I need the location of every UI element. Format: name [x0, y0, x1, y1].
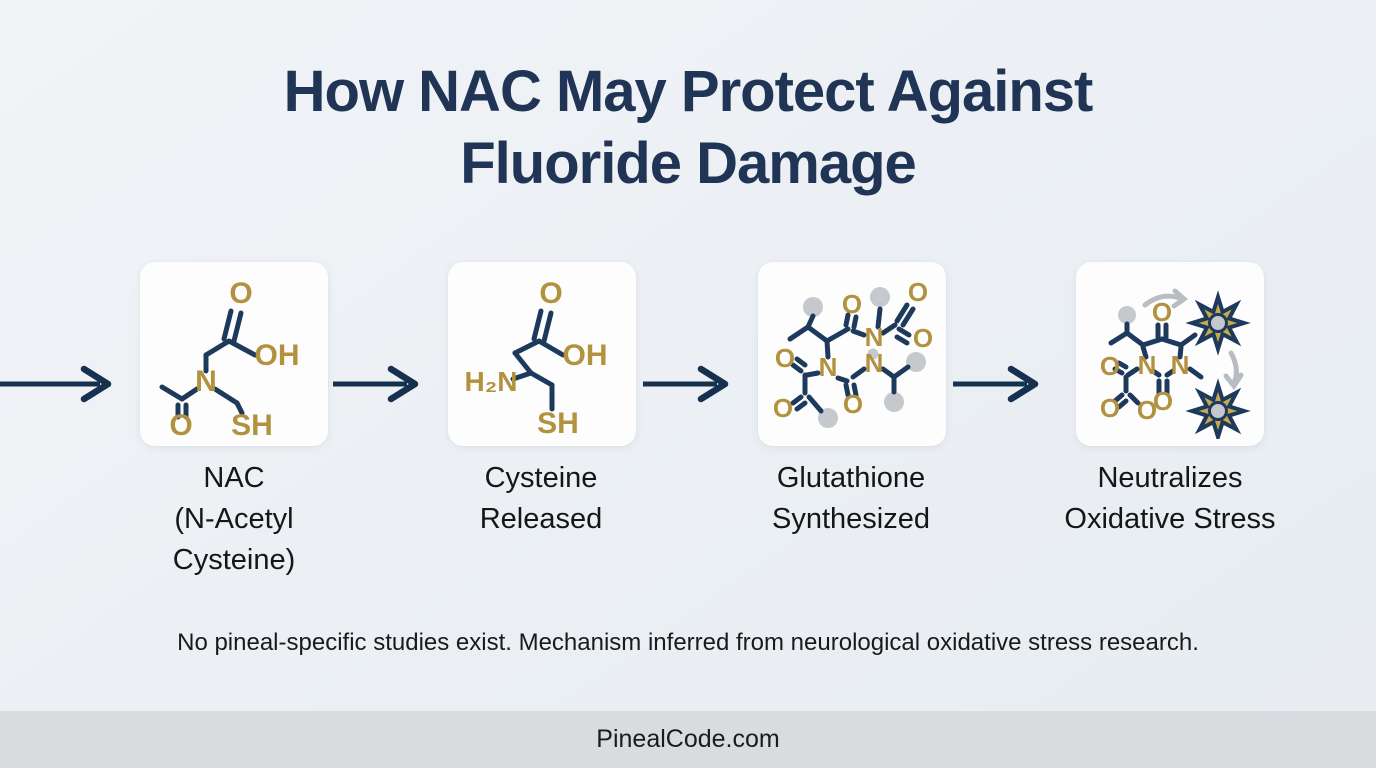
step-card-cysteine: O OH H₂N SH: [448, 262, 636, 446]
atom-label-o: O: [842, 289, 862, 319]
atom-label-o: O: [1100, 351, 1120, 381]
gray-atom-dot: [803, 297, 823, 317]
atom-label-n: N: [195, 365, 217, 398]
flow-arrow-1-icon: [333, 365, 419, 403]
site-name: PinealCode.com: [596, 725, 780, 753]
step-label-glutathione: Glutathione Synthesized: [772, 462, 930, 536]
atom-label-sh: SH: [537, 407, 579, 439]
flow-arrow-2-icon: [643, 365, 729, 403]
step-label-oxidative-stress: Neutralizes Oxidative Stress: [1064, 462, 1276, 536]
nac-structure-icon: O OH N O SH: [159, 277, 300, 439]
gray-atom-dot: [1118, 306, 1136, 324]
glutathione-structure-icon: O O O O O O N N N: [773, 277, 933, 428]
cysteine-structure-icon: O OH H₂N SH: [465, 277, 608, 439]
atom-label-sh: SH: [231, 409, 273, 439]
disclaimer-text: No pineal-specific studies exist. Mechan…: [177, 629, 1199, 656]
atom-label-o: O: [169, 409, 192, 439]
gray-atom-dot: [870, 287, 890, 307]
atom-label-o: O: [539, 277, 562, 310]
gray-atom-dot: [867, 348, 879, 360]
atom-label-h2n: H₂N: [465, 366, 518, 397]
atom-label-oh: OH: [255, 339, 300, 372]
page-title: How NAC May Protect Against Fluoride Dam…: [283, 59, 1094, 196]
gray-atom-dot: [884, 392, 904, 412]
atom-label-o: O: [1100, 393, 1120, 423]
flow-arrow-3-icon: [953, 365, 1039, 403]
atom-label-n: N: [1171, 350, 1190, 380]
atom-label-o: O: [775, 343, 795, 373]
flow-arrow-in-icon: [0, 365, 112, 403]
atom-label-o: O: [1137, 395, 1157, 425]
step-label-nac: NAC (N-Acetyl Cysteine): [172, 462, 296, 577]
curved-arrow-icon: [1142, 293, 1185, 308]
step-card-nac: O OH N O SH: [140, 262, 328, 446]
curved-arrow-head-icon: [1223, 372, 1244, 391]
atom-label-o: O: [1153, 386, 1173, 416]
footer-band: PinealCode.com: [0, 711, 1376, 768]
step-card-glutathione: O O O O O O N N N: [758, 262, 946, 446]
gray-atom-dot: [906, 352, 926, 372]
atom-label-n: N: [865, 348, 884, 378]
atom-label-o: O: [913, 323, 933, 353]
neutralize-radicals-icon: O N N O O O O: [1100, 288, 1251, 439]
gray-atom-dot: [818, 408, 838, 428]
atom-label-n: N: [819, 352, 838, 382]
atom-label-o: O: [908, 277, 928, 307]
atom-label-oh: OH: [563, 339, 608, 372]
radical-core: [1208, 313, 1228, 333]
step-card-oxidative-stress: O N N O O O O: [1076, 262, 1264, 446]
curved-arrow-head-icon: [1171, 288, 1189, 309]
step-label-cysteine: Cysteine Released: [479, 462, 603, 536]
atom-label-o: O: [843, 389, 863, 419]
atom-label-n: N: [865, 322, 884, 352]
atom-label-n: N: [1138, 350, 1157, 380]
atom-label-o: O: [1152, 297, 1172, 327]
atom-label-o: O: [229, 277, 252, 310]
radical-core: [1208, 401, 1228, 421]
atom-label-o: O: [773, 393, 793, 423]
curved-arrow-icon: [1228, 350, 1239, 386]
